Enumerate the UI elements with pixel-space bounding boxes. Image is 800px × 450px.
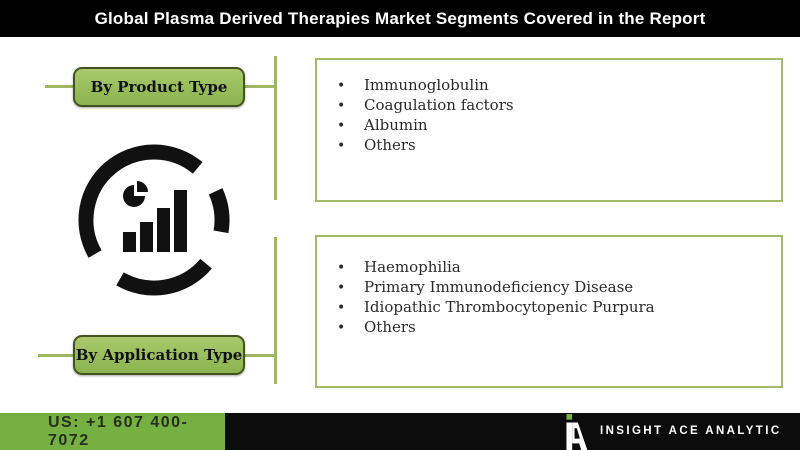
bullet-icon: • xyxy=(337,138,346,154)
list-item: • Others xyxy=(331,318,771,338)
market-analytics-chart-icon xyxy=(69,135,239,305)
list-item-label: Coagulation factors xyxy=(364,96,514,114)
connector-line xyxy=(274,237,277,384)
list-item-label: Others xyxy=(364,318,416,336)
list-item: • Idiopathic Thrombocytopenic Purpura xyxy=(331,298,771,318)
list-item-label: Albumin xyxy=(364,116,428,134)
page-title: Global Plasma Derived Therapies Market S… xyxy=(94,8,706,28)
list-item-label: Haemophilia xyxy=(364,258,461,276)
footer-contact-strip: US: +1 607 400-7072 xyxy=(0,413,225,450)
bullet-icon: • xyxy=(337,300,346,316)
by-product-type-label: By Product Type xyxy=(90,78,228,96)
by-application-type-button[interactable]: By Application Type xyxy=(73,335,245,375)
connector-line xyxy=(45,85,74,88)
list-item: • Haemophilia xyxy=(331,258,771,278)
application-type-box: • Haemophilia • Primary Immunodeficiency D… xyxy=(315,235,783,388)
bullet-icon: • xyxy=(337,280,346,296)
connector-line xyxy=(38,354,74,357)
insightace-logo-icon xyxy=(566,414,588,450)
connector-line xyxy=(245,85,275,88)
connector-line xyxy=(245,354,275,357)
list-item: • Primary Immunodeficiency Disease xyxy=(331,278,771,298)
by-product-type-button[interactable]: By Product Type xyxy=(73,67,245,107)
by-application-type-label: By Application Type xyxy=(75,346,243,364)
list-item-label: Others xyxy=(364,136,416,154)
list-item: • Albumin xyxy=(331,116,771,136)
bullet-icon: • xyxy=(337,260,346,276)
bullet-icon: • xyxy=(337,78,346,94)
list-item: • Immunoglobulin xyxy=(331,76,771,96)
connector-line xyxy=(274,56,277,200)
bullet-icon: • xyxy=(337,118,346,134)
phone-number: US: +1 607 400-7072 xyxy=(48,413,189,449)
header-bar: Global Plasma Derived Therapies Market S… xyxy=(0,0,800,37)
brand-name: INSIGHT ACE ANALYTIC xyxy=(600,425,782,437)
bullet-icon: • xyxy=(337,98,346,114)
bullet-icon: • xyxy=(337,320,346,336)
product-type-box: • Immunoglobulin • Coagulation factors • Al… xyxy=(315,58,783,202)
list-item-label: Immunoglobulin xyxy=(364,76,489,94)
product-type-list: • Immunoglobulin • Coagulation factors • Al… xyxy=(317,60,781,156)
list-item: • Others xyxy=(331,136,771,156)
list-item-label: Idiopathic Thrombocytopenic Purpura xyxy=(364,298,655,316)
list-item-label: Primary Immunodeficiency Disease xyxy=(364,278,634,296)
application-type-list: • Haemophilia • Primary Immunodeficiency D… xyxy=(317,237,781,338)
list-item: • Coagulation factors xyxy=(331,96,771,116)
